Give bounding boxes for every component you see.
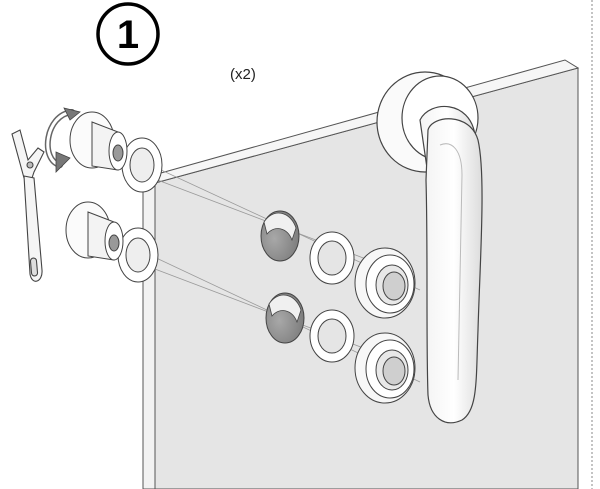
washer-inner-lower [309, 309, 355, 363]
bushing-inner-lower [354, 332, 416, 404]
quantity-label: (x2) [230, 66, 256, 83]
door-handle [376, 71, 483, 424]
washer-outer-lower [117, 227, 159, 283]
washer-inner-upper [309, 231, 355, 285]
door-hole-upper [260, 210, 300, 262]
door-hole-lower [265, 292, 305, 344]
flange-cap-outer-upper [69, 111, 128, 171]
flange-cap-outer-lower [65, 201, 124, 261]
step-number: 1 [117, 13, 139, 57]
bushing-inner-upper [354, 247, 416, 319]
washer-outer-upper [121, 137, 163, 193]
spanner-wrench-icon [11, 129, 45, 282]
step-badge: 1 [96, 2, 160, 66]
rotate-arrow-icon [44, 107, 81, 173]
